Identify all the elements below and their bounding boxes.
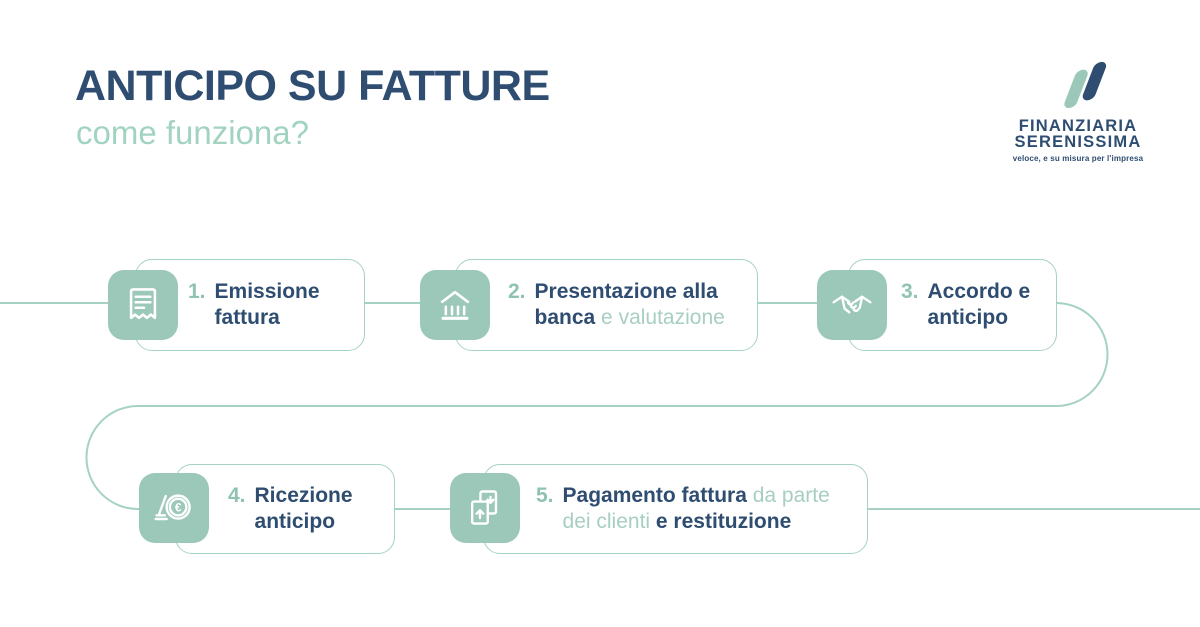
step-number: 4. [228,484,246,507]
step-label: Presentazione alla banca e valutazione [535,279,749,331]
step-card-5: 5. Pagamento fattura da parte dei client… [483,464,868,554]
step-label: Emissione fattura [215,279,356,331]
documents-exchange-icon [470,490,498,525]
step-label-segment: Pagamento fattura [562,484,747,507]
step-icon-tile-2 [420,270,490,340]
company-logo: FINANZIARIA SERENISSIMA veloce, e su mis… [1005,60,1151,163]
page-title: ANTICIPO SU FATTURE [75,62,550,110]
bank-icon [440,290,470,320]
step-label-segment: Emissione fattura [214,280,320,329]
step-label-segment: e restituzione [655,510,792,533]
step-label-segment: e valutazione [595,306,725,329]
step-label-segment: da parte dei clienti [562,484,830,533]
euro-coin-icon: € [154,494,191,521]
step-icon-tile-1 [108,270,178,340]
svg-text:€: € [175,501,182,515]
logo-name-line2: SERENISSIMA [1014,132,1142,151]
receipt-icon [129,288,157,320]
step-label: Ricezione anticipo [255,483,386,535]
step-icon-tile-5 [450,473,520,543]
step-number: 1. [188,280,206,303]
page-subtitle: come funziona? [76,114,309,151]
step-number: 2. [508,280,526,303]
logo-mark-icon [1064,61,1107,109]
step-number: 5. [536,484,554,507]
step-label: Pagamento fattura da parte dei clienti e… [563,483,859,535]
step-icon-tile-3 [817,270,887,340]
step-label-segment: Accordo e anticipo [927,280,1031,329]
logo-tagline: veloce, e su misura per l'impresa [1012,154,1144,163]
step-card-2: 2. Presentazione alla banca e valutazion… [455,259,758,351]
step-label: Accordo e anticipo [928,279,1048,331]
step-card-4: 4. Ricezione anticipo [175,464,395,554]
step-label-segment: Presentazione alla banca [534,280,718,329]
handshake-icon [832,295,872,314]
step-icon-tile-4: € [139,473,209,543]
logo-name-line1: FINANZIARIA [1018,117,1138,135]
step-number: 3. [901,280,919,303]
step-label-segment: Ricezione anticipo [254,484,353,533]
